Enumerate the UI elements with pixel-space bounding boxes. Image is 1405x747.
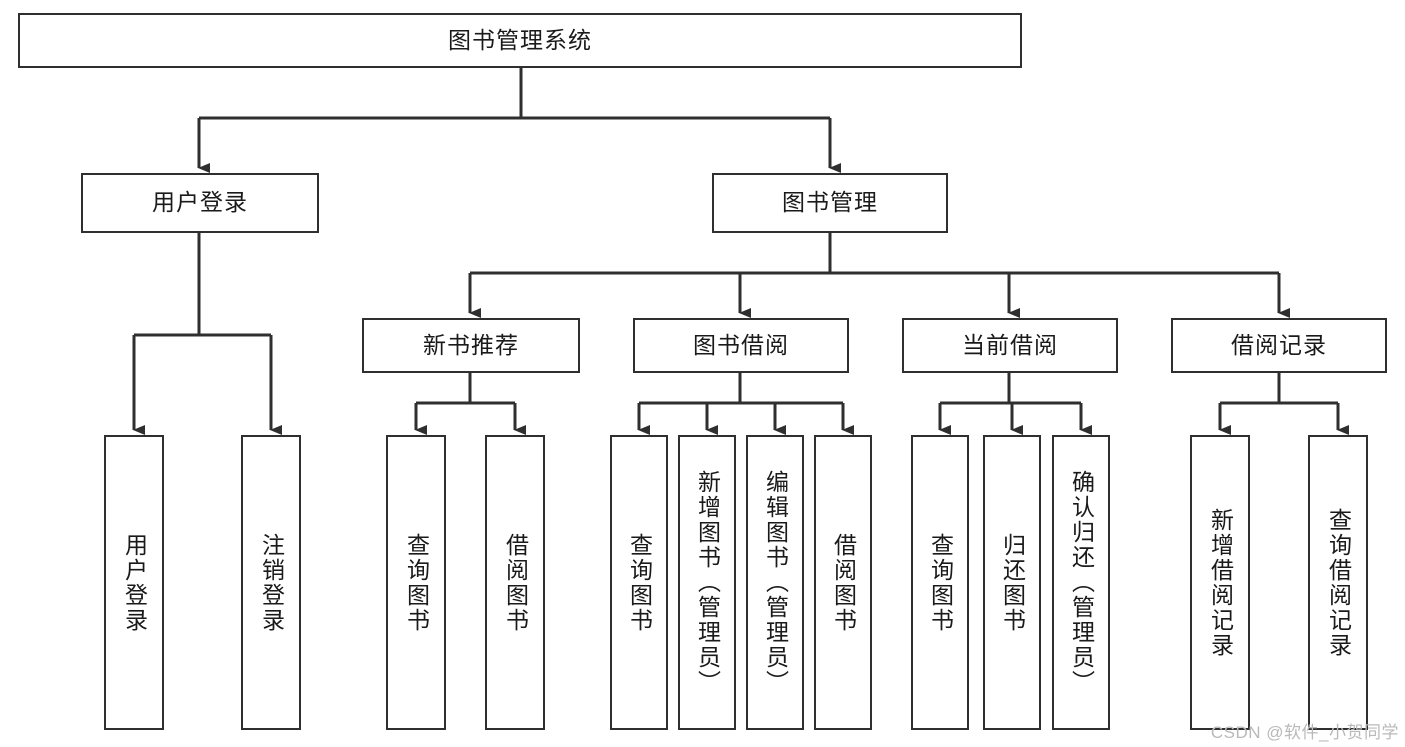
node-leaf-query-book-cur[interactable]: 查询图书 [911, 435, 969, 730]
node-borrow-record[interactable]: 借阅记录 [1171, 318, 1387, 373]
node-leaf-query-book-borrow[interactable]: 查询图书 [610, 435, 668, 730]
node-leaf-borrow-book[interactable]: 借阅图书 [814, 435, 872, 730]
node-leaf-add-record-label: 新增借阅记录 [1207, 507, 1234, 658]
node-root[interactable]: 图书管理系统 [18, 13, 1022, 68]
node-leaf-query-book-cur-label: 查询图书 [927, 532, 954, 633]
node-current-borrow-label: 当前借阅 [962, 331, 1058, 358]
node-current-borrow[interactable]: 当前借阅 [902, 318, 1118, 373]
node-leaf-confirm-return-label: 确认归还（管理员） [1068, 470, 1095, 695]
node-leaf-query-book-rec[interactable]: 查询图书 [386, 435, 446, 730]
node-user-login[interactable]: 用户登录 [81, 173, 319, 233]
node-leaf-edit-book-label: 编辑图书（管理员） [762, 470, 789, 695]
node-leaf-return-book-label: 归还图书 [999, 532, 1026, 633]
node-root-label: 图书管理系统 [448, 26, 592, 53]
node-leaf-borrow-book-rec-label: 借阅图书 [502, 532, 529, 633]
watermark: CSDN @软件_小贺同学 [1210, 723, 1399, 742]
node-leaf-return-book[interactable]: 归还图书 [983, 435, 1041, 730]
node-leaf-user-login-label: 用户登录 [121, 532, 148, 633]
node-book-management-label: 图书管理 [782, 189, 878, 216]
node-leaf-query-book-borrow-label: 查询图书 [626, 532, 653, 633]
node-leaf-confirm-return[interactable]: 确认归还（管理员） [1052, 435, 1110, 730]
node-leaf-query-record-label: 查询借阅记录 [1325, 507, 1352, 658]
node-new-book-recommend-label: 新书推荐 [423, 331, 519, 358]
node-user-login-label: 用户登录 [152, 189, 248, 216]
node-leaf-edit-book[interactable]: 编辑图书（管理员） [746, 435, 804, 730]
node-borrow-record-label: 借阅记录 [1231, 331, 1327, 358]
node-book-borrow[interactable]: 图书借阅 [633, 318, 849, 373]
node-leaf-logout-label: 注销登录 [258, 532, 285, 633]
node-leaf-query-book-rec-label: 查询图书 [403, 532, 430, 633]
node-leaf-borrow-book-rec[interactable]: 借阅图书 [485, 435, 545, 730]
node-new-book-recommend[interactable]: 新书推荐 [362, 318, 580, 373]
node-leaf-logout[interactable]: 注销登录 [241, 435, 301, 730]
node-leaf-query-record[interactable]: 查询借阅记录 [1308, 435, 1368, 730]
node-leaf-add-book-label: 新增图书（管理员） [694, 470, 721, 695]
node-leaf-add-book[interactable]: 新增图书（管理员） [678, 435, 736, 730]
node-leaf-borrow-book-label: 借阅图书 [830, 532, 857, 633]
node-leaf-user-login[interactable]: 用户登录 [104, 435, 164, 730]
node-leaf-add-record[interactable]: 新增借阅记录 [1190, 435, 1250, 730]
node-book-borrow-label: 图书借阅 [693, 331, 789, 358]
node-book-management[interactable]: 图书管理 [712, 173, 948, 233]
